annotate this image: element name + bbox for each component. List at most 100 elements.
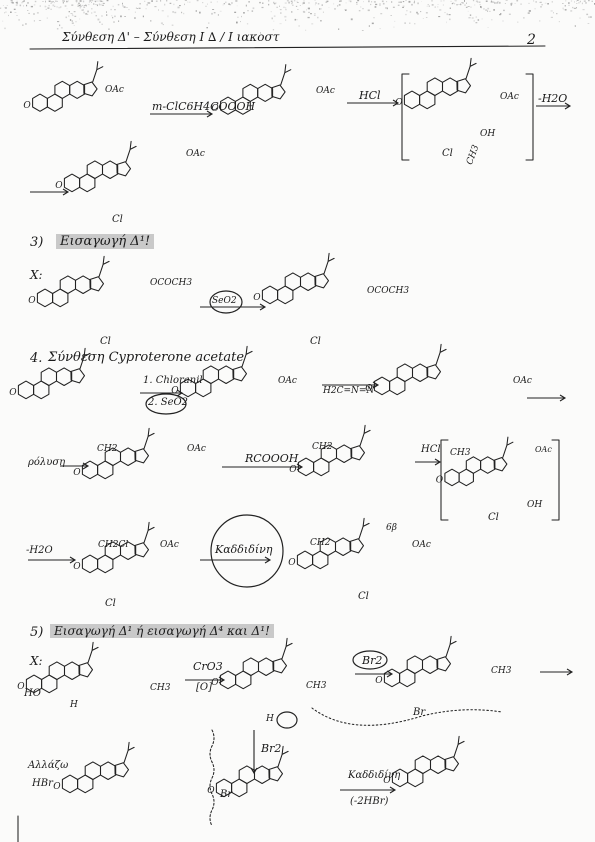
subst-ococh3-2: OCOCH3 bbox=[367, 286, 410, 296]
ketone-o: O bbox=[365, 384, 373, 394]
ketone-o: O bbox=[17, 682, 25, 692]
reagent-diazomethane: H2C=N=N bbox=[323, 386, 375, 396]
subst-ch3-b: CH3 bbox=[306, 681, 327, 691]
section-4-title: Σύνθεση Cyproterone acetate bbox=[48, 350, 245, 365]
ketone-o: O bbox=[207, 786, 215, 796]
ketone-o: O bbox=[395, 98, 403, 108]
steroid-skeleton: O bbox=[73, 427, 155, 480]
ketone-o: O bbox=[73, 468, 81, 478]
ketone-o: O bbox=[9, 388, 17, 398]
ketone-o: O bbox=[28, 296, 36, 306]
reagent-minus-h2o: -H2O bbox=[538, 92, 568, 105]
subst-ch2-2: CH2 bbox=[312, 442, 333, 452]
steroid-skeleton: O bbox=[171, 345, 253, 398]
ketone-o: O bbox=[436, 475, 444, 485]
subst-cl-4: Cl bbox=[310, 336, 321, 347]
reagent-cro3: CrO3 bbox=[193, 660, 223, 673]
subst-oac-8: OAc bbox=[535, 445, 552, 454]
reagent-pyrolysis: ρόλυση bbox=[28, 457, 66, 468]
reagent-seo2-step: 2. SeO2 bbox=[148, 397, 189, 408]
steroid-skeleton: O bbox=[23, 61, 104, 112]
ketone-o: O bbox=[288, 558, 296, 568]
steroid-skeleton: O bbox=[73, 521, 155, 574]
reagent-minus-2hbr: (-2HBr) bbox=[350, 796, 389, 807]
section-4-number: 4. bbox=[30, 351, 43, 366]
steroid-skeleton: O bbox=[395, 57, 477, 110]
section-3-title: Εισαγωγή Δ¹! bbox=[56, 234, 155, 249]
ketone-o: O bbox=[211, 678, 219, 688]
reagent-rcoooh: RCOOOH bbox=[245, 452, 299, 465]
subst-oac-9: OAc bbox=[160, 540, 179, 550]
reagent-hcl-2: HCl bbox=[421, 444, 441, 455]
header-underline bbox=[29, 45, 546, 50]
ketone-o: O bbox=[171, 386, 179, 396]
ketone-o: O bbox=[289, 465, 297, 475]
bracket-left bbox=[401, 73, 410, 161]
subst-ho: HO bbox=[24, 688, 41, 699]
reagent-chloranil: 1. Chloranil bbox=[143, 375, 203, 386]
reagent-h2o: -H2O bbox=[26, 545, 53, 556]
steroid-skeleton: O bbox=[55, 140, 137, 193]
reagent-o: [O] bbox=[196, 682, 213, 693]
reagent-hcl: HCl bbox=[359, 89, 381, 102]
subst-oac-5: OAc bbox=[278, 376, 297, 386]
label-6b: 6β bbox=[386, 523, 397, 533]
bracket-right bbox=[525, 73, 534, 161]
subst-oac-2: OAc bbox=[316, 86, 335, 96]
subst-br-b: Br bbox=[220, 789, 233, 800]
subst-ch2-3: CH3 bbox=[450, 448, 471, 458]
subst-cl-7: Cl bbox=[358, 591, 369, 602]
subst-oh-2: OH bbox=[527, 500, 543, 510]
reagent-hbr: HBr bbox=[32, 778, 53, 789]
subst-oac-3: OAc bbox=[500, 92, 519, 102]
subst-cl-3: Cl bbox=[100, 336, 111, 347]
steroid-skeleton: O bbox=[436, 436, 514, 487]
scan-noise-band bbox=[0, 0, 595, 34]
subst-ch2-1: CH2 bbox=[97, 444, 118, 454]
reagent-elimination-left: Αλλάζω bbox=[28, 760, 69, 771]
subst-oac-10: OAc bbox=[412, 540, 431, 550]
steroid-skeleton: O bbox=[211, 637, 293, 690]
subst-cl-1: Cl bbox=[442, 148, 453, 159]
ketone-o: O bbox=[53, 782, 61, 792]
subst-oac-6: OAc bbox=[513, 376, 532, 386]
reagent-elimination-2: Καδδιδίνη bbox=[348, 770, 401, 781]
subst-cl-5: Cl bbox=[488, 512, 499, 523]
page-number: 2 bbox=[527, 32, 536, 48]
steroid-skeleton: O bbox=[289, 424, 371, 477]
steroid-skeleton: O bbox=[28, 255, 110, 308]
subst-h-b: H bbox=[266, 714, 274, 724]
reagent-elimination: Καδδιδίνη bbox=[215, 543, 273, 556]
reagent-br2-down: Br2 bbox=[261, 742, 282, 755]
example-label-1: Χ: bbox=[30, 268, 43, 282]
steroid-skeleton: O bbox=[207, 745, 289, 798]
subst-oac-4: OAc bbox=[186, 149, 205, 159]
header-title: Σύνθεση Δ' – Σύνθεση Ι ∆ / Ι ιακοστ bbox=[62, 30, 280, 44]
reagent-mcpba: m-ClC6H4COOOH bbox=[152, 100, 256, 113]
subst-ch2-4: CH2 bbox=[310, 538, 331, 548]
example-label-2: Χ: bbox=[30, 654, 43, 668]
section-5-number: 5) bbox=[30, 625, 44, 640]
reagent-br2: Br2 bbox=[362, 654, 383, 667]
steroid-skeleton: O bbox=[383, 735, 465, 788]
subst-ch2cl: CH2Cl bbox=[98, 540, 129, 550]
steroid-skeleton: O bbox=[365, 343, 447, 396]
section-3-number: 3) bbox=[30, 235, 44, 250]
steroid-skeleton: O bbox=[288, 517, 370, 570]
subst-cl-2: Cl bbox=[112, 214, 123, 225]
ketone-o: O bbox=[73, 562, 81, 572]
subst-ch3-a: CH3 bbox=[150, 683, 171, 693]
steroid-skeleton: O bbox=[53, 741, 135, 794]
ketone-o: O bbox=[253, 293, 261, 303]
subst-oac-1: OAc bbox=[105, 85, 124, 95]
steroid-skeleton: O bbox=[17, 641, 99, 694]
ketone-o: O bbox=[23, 101, 31, 111]
steroid-skeleton: O bbox=[253, 252, 335, 305]
seo2-circle bbox=[209, 290, 243, 314]
subst-h-a: H bbox=[70, 700, 78, 710]
ketone-o: O bbox=[383, 776, 391, 786]
elimination-circle bbox=[210, 514, 284, 588]
subst-cl-6: Cl bbox=[105, 598, 116, 609]
subst-br-a: Br bbox=[413, 707, 426, 718]
